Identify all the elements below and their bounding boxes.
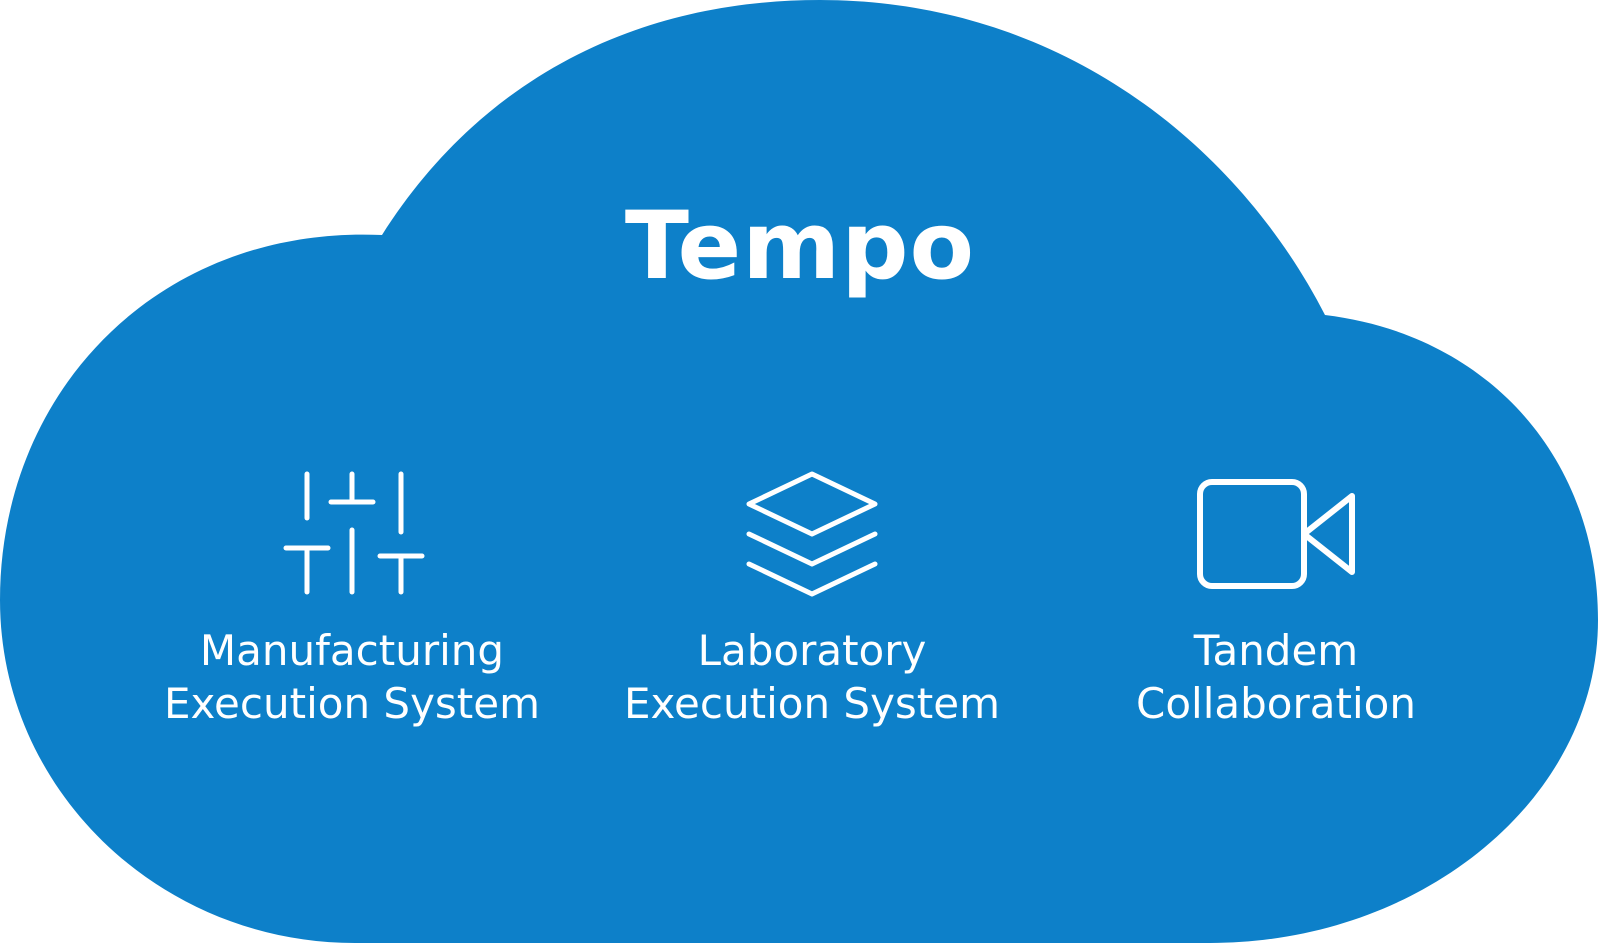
- item-tandem-collaboration: Tandem Collaboration: [1046, 470, 1506, 730]
- item-laboratory-execution-system: Laboratory Execution System: [582, 470, 1042, 730]
- item-manufacturing-execution-system: Manufacturing Execution System: [122, 470, 582, 730]
- video-camera-icon: [1197, 479, 1355, 589]
- layers-icon: [746, 471, 878, 597]
- sliders-icon: [283, 471, 425, 595]
- item-label: Tandem Collaboration: [1046, 624, 1506, 730]
- item-label-line-2: Execution System: [623, 679, 1001, 728]
- item-label-line-2: Execution System: [163, 679, 541, 728]
- diagram-title: Tempo: [624, 192, 976, 301]
- item-label-line-2: Collaboration: [1136, 679, 1416, 728]
- item-label-line-1: Manufacturing: [199, 626, 505, 675]
- item-label: Manufacturing Execution System: [122, 624, 582, 730]
- item-label-line-1: Laboratory: [697, 626, 927, 675]
- item-label: Laboratory Execution System: [582, 624, 1042, 730]
- item-label-line-1: Tandem: [1193, 626, 1359, 675]
